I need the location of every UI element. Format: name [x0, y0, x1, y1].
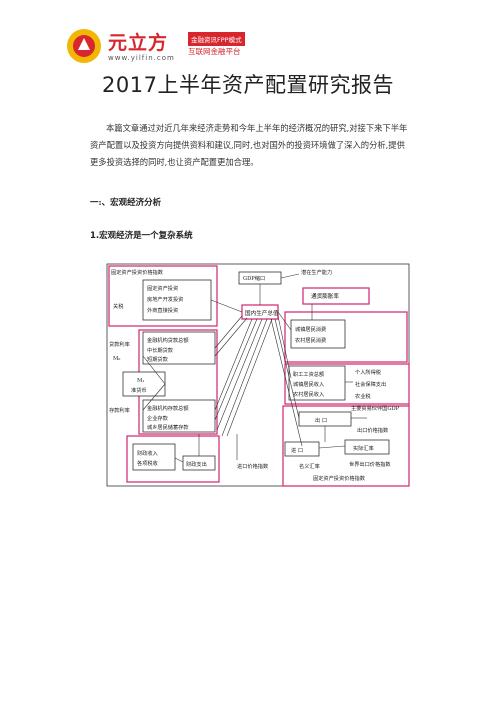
- highlight-income: [284, 363, 410, 405]
- label-gdp-deflator: GDP缩口: [243, 274, 265, 282]
- brand-logo-icon: [67, 29, 101, 63]
- label-loans-3: 短期贷款: [147, 355, 169, 363]
- label-cons-1: 城镇居民消费: [295, 325, 326, 333]
- label-m1: M₁: [137, 378, 144, 384]
- box-loans: [142, 331, 216, 365]
- brand-subtitle: 互联网金融平台: [188, 47, 241, 56]
- brand-name: 元立方: [108, 32, 169, 54]
- label-export: 出 口: [315, 416, 327, 424]
- label-real-rate: 实际汇率: [353, 444, 374, 452]
- label-inc-1: 职工工资总额: [293, 370, 325, 378]
- brand-badge: 金融资讯FPP模式: [188, 32, 245, 46]
- brand-url: www.yilfin.com: [108, 54, 175, 62]
- box-real-rate: [344, 439, 390, 455]
- highlight-inflation: [302, 287, 370, 305]
- box-deposits: [142, 399, 216, 433]
- label-fiscal-exp: 财政支出: [186, 460, 207, 468]
- subsection-heading: 1.宏观经济是一个复杂系统: [90, 231, 193, 241]
- label-import: 进 口: [291, 446, 303, 454]
- label-m1-sub: 准货币: [131, 386, 147, 394]
- highlight-trade: [282, 405, 410, 487]
- label-loans-2: 中长期贷款: [147, 346, 174, 354]
- label-invest-1: 固定资产投资: [147, 284, 178, 292]
- box-investment: [142, 279, 212, 321]
- diagram-connectors: [142, 273, 367, 463]
- label-invest-2: 房地产开发投资: [147, 295, 183, 303]
- label-inflation: 通货膨胀率: [311, 292, 339, 300]
- page-title: 2017上半年资产配置研究报告: [102, 73, 394, 97]
- box-import: [284, 441, 320, 457]
- label-nominal-rate: 名义汇率: [299, 462, 320, 470]
- label-dep-3: 城乡居民储蓄存款: [147, 423, 189, 431]
- label-dep-1: 金融机构存款总额: [147, 404, 189, 412]
- label-side-1: 个人所得税: [355, 368, 382, 376]
- label-exchange: 关税: [113, 302, 124, 310]
- highlight-consumption: [284, 311, 408, 363]
- label-world-price: 世界出口价格指数: [349, 460, 391, 468]
- label-loan-rate: 贷款利率: [109, 340, 130, 348]
- label-side-3: 农业税: [355, 392, 371, 400]
- label-import-price: 进口价格指数: [237, 462, 269, 470]
- label-gdp-total: 国内生产总值: [245, 309, 279, 317]
- macro-economy-diagram: 固定资产投资价格指数 GDP缩口 潜在生产能力 通货膨胀率 固定资产投资 房地产…: [106, 263, 410, 487]
- section-heading: 一:、宏观经济分析: [90, 198, 162, 208]
- brand-logo[interactable]: 元立方 www.yilfin.com 金融资讯FPP模式 互联网金融平台: [64, 26, 245, 68]
- label-deposit-rate: 存款利率: [109, 406, 130, 414]
- label-fiscal-1: 财政收入: [137, 449, 158, 457]
- label-fiscal-2: 各项税收: [137, 459, 158, 467]
- label-invest-3: 外商直接投资: [147, 306, 178, 314]
- label-export-price: 出口价格指数: [357, 426, 389, 434]
- box-consumption: [290, 319, 346, 349]
- highlight-investment: [108, 265, 218, 327]
- highlight-fiscal: [126, 435, 220, 483]
- label-inc-3: 农村居民收入: [293, 390, 324, 398]
- label-potential: 潜在生产能力: [301, 268, 332, 276]
- box-income: [288, 365, 346, 401]
- label-world-gdp: 主要贸易伙伴国GDP: [351, 404, 400, 412]
- label-inc-2: 城镇居民收入: [293, 380, 324, 388]
- label-fixed-price-index: 固定资产投资价格指数: [111, 268, 164, 276]
- label-loans-1: 金融机构贷款总额: [147, 336, 189, 344]
- label-side-2: 社会保障支出: [355, 380, 386, 388]
- intro-paragraph: 本篇文章通过对近几年来经济走势和今年上半年的经济概况的研究,对接下来下半年资产配…: [90, 123, 408, 167]
- label-dep-2: 企业存款: [147, 414, 169, 422]
- label-m0: M₀: [113, 356, 120, 362]
- box-fiscal-revenue: [132, 443, 176, 471]
- label-cons-2: 农村居民消费: [295, 336, 326, 344]
- label-fixed-price-bottom: 固定资产投资价格指数: [313, 474, 366, 482]
